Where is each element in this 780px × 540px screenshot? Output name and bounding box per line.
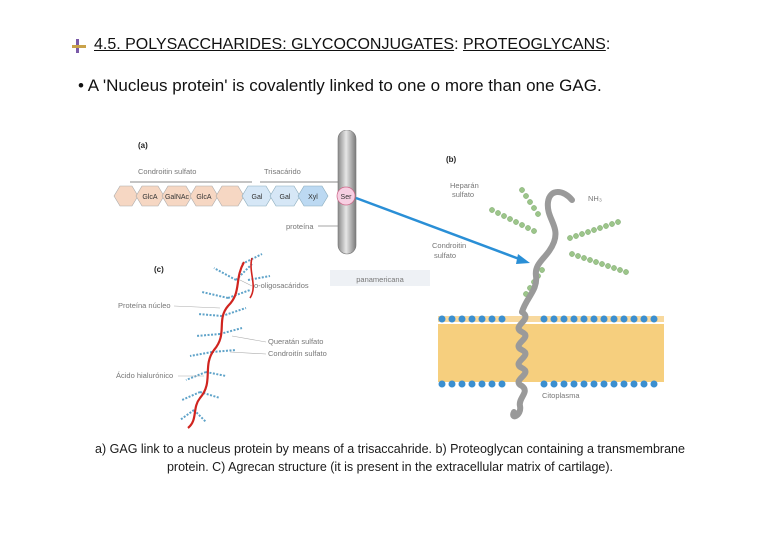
statement-text: • A 'Nucleus protein' is covalently link… [78,76,602,95]
watermark [330,270,430,286]
heparan-label-1: Heparán [450,181,479,190]
membrane-bottom [438,380,658,388]
protein-label: proteína [286,222,314,231]
core-protein-label: Proteína núcleo [118,301,171,310]
core-protein-strand [519,189,575,315]
chondroitin-b-label-1: Condroitin [432,241,466,250]
panel-b-tag: (b) [446,155,457,164]
segment-glca-2-label: GlcA [196,194,212,201]
link-arrow [355,196,523,262]
proteoglycan-figure: (a) Condroitin sulfato Trisacárido GlcA … [113,130,664,429]
segment-galnac-label: GalNAc [165,194,190,201]
panel-c-tag: (c) [154,265,164,274]
bullet-icon [72,39,86,53]
membrane-top [438,315,658,323]
cytoplasm-label: Citoplasma [542,391,580,400]
hyaluronic-backbone [187,261,245,429]
watermark-text: panamericana [356,275,404,284]
heparan-label-2: sulfato [452,190,474,199]
lipid-bilayer [438,324,664,382]
oligosaccharides-label: o-oligosacáridos [254,281,309,290]
segment-ser-label: Ser [341,194,353,201]
amino-label: NH₃ [588,194,602,203]
hyaluronic-label: Ácido hialurónico [116,371,173,380]
title-separator: : [454,36,463,53]
segment-gal-2-label: Gal [280,194,291,201]
segment-ser [336,186,356,206]
keratan-label: Queratán sulfato [268,337,323,346]
label-leaders [173,279,267,377]
panel-a-tag: (a) [138,141,148,150]
trisaccharide-group-label: Trisacárido [264,167,301,176]
chondroitin-group-label: Condroitin sulfato [138,167,196,176]
chondroitin-c-label: Condroitín sulfato [268,349,327,358]
gag-chains [489,187,629,297]
aggrecan-side-chains [179,253,271,423]
title-prefix: 4.5. POLYSACCHARIDES: GLYCOCONJUGATES [94,36,455,53]
segment-xyl-label: Xyl [308,194,318,201]
segment-glca-1-label: GlcA [142,194,158,201]
segment-gal-1-label: Gal [252,194,263,201]
title-suffix: : [605,36,611,53]
title-highlight: PROTEOGLYCANS [462,36,606,53]
figure-caption: a) GAG link to a nucleus protein by mean… [95,442,685,474]
chondroitin-b-label-2: sulfato [434,251,456,260]
transmembrane-helix [510,309,529,420]
segment-xyl [297,185,329,207]
